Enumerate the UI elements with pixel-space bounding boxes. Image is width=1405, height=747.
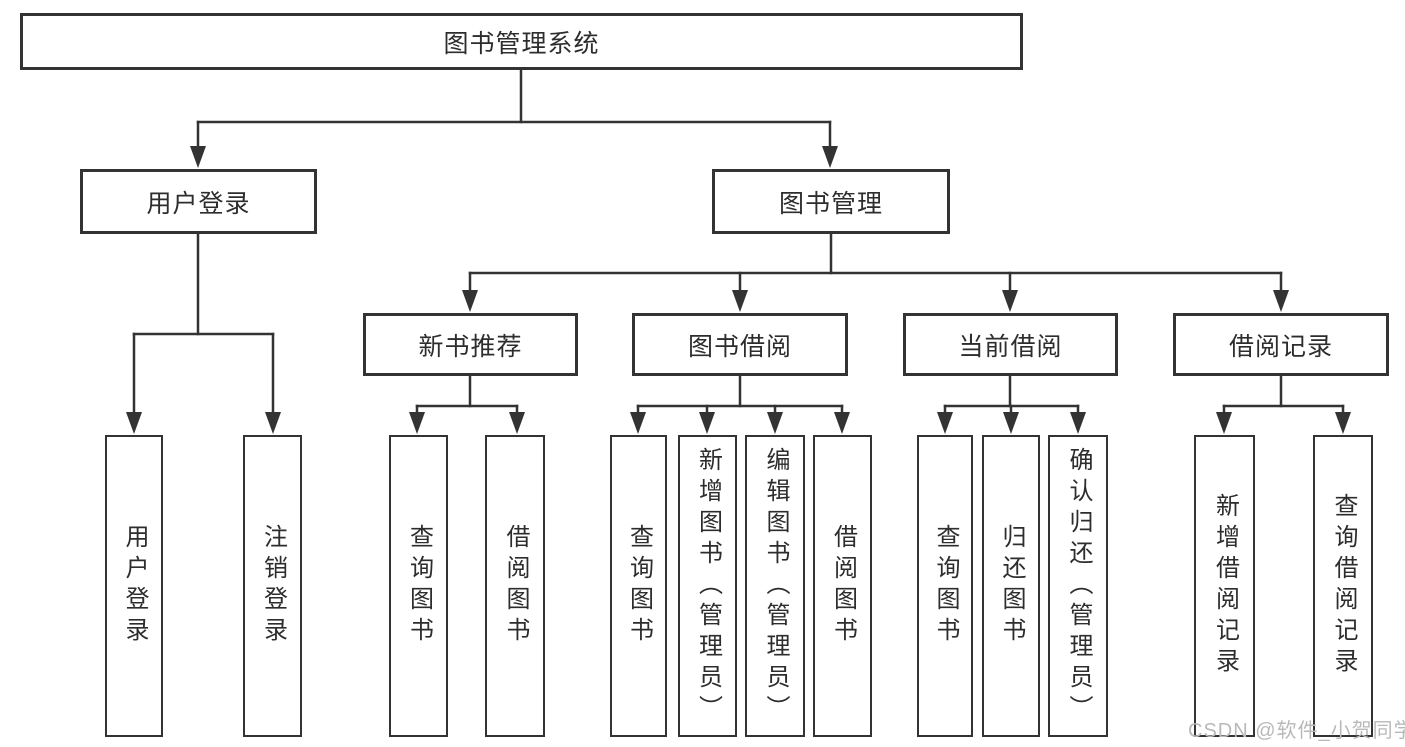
- node-new-book-recommend-label: 新书推荐: [418, 332, 523, 361]
- node-user-login: 用户登录: [80, 169, 317, 234]
- leaf-current-query-books: 查询图书: [917, 435, 973, 737]
- arrowhead-icon: [1273, 290, 1289, 312]
- leaf-records-add-record-label: 新增借阅记录: [1211, 493, 1239, 679]
- connector-user-login: [126, 232, 281, 434]
- leaf-newrec-borrow-books-label: 借阅图书: [502, 524, 529, 648]
- node-user-login-label: 用户登录: [146, 189, 251, 218]
- connector-book-mgmt: [462, 232, 1289, 312]
- leaf-borrow-borrow-books: 借阅图书: [813, 435, 872, 737]
- arrowhead-icon: [822, 146, 838, 168]
- node-borrow-records: 借阅记录: [1173, 313, 1389, 376]
- arrowhead-icon: [1070, 412, 1086, 434]
- node-root-label: 图书管理系统: [443, 29, 600, 58]
- arrowhead-icon: [1002, 290, 1018, 312]
- arrowhead-icon: [1335, 412, 1351, 434]
- arrowhead-icon: [509, 412, 525, 434]
- arrowhead-icon: [937, 412, 953, 434]
- leaf-logout: 注销登录: [243, 435, 302, 737]
- leaf-newrec-query-books: 查询图书: [389, 435, 448, 737]
- arrowhead-icon: [1216, 412, 1232, 434]
- leaf-newrec-query-books-label: 查询图书: [405, 524, 433, 648]
- arrowhead-icon: [409, 412, 425, 434]
- arrowhead-icon: [732, 290, 748, 312]
- node-current-borrow-label: 当前借阅: [958, 332, 1063, 361]
- leaf-user-login-label: 用户登录: [121, 524, 148, 648]
- connector-new-rec: [409, 374, 525, 434]
- arrowhead-icon: [190, 146, 206, 168]
- leaf-current-query-books-label: 查询图书: [932, 524, 959, 648]
- arrowhead-icon: [265, 412, 281, 434]
- leaf-current-confirm-return-admin-label: 确认归还（管理员）: [1065, 446, 1092, 726]
- csdn-watermark: CSDN @软件_小贺同学: [1188, 720, 1405, 742]
- leaf-newrec-borrow-books: 借阅图书: [485, 435, 545, 737]
- node-new-book-recommend: 新书推荐: [363, 313, 578, 376]
- leaf-logout-label: 注销登录: [259, 524, 287, 648]
- arrowhead-icon: [699, 412, 715, 434]
- leaf-borrow-edit-books-admin-label: 编辑图书（管理员）: [762, 446, 789, 726]
- leaf-borrow-add-books-admin-label: 新增图书（管理员）: [694, 446, 722, 726]
- node-book-management-label: 图书管理: [778, 189, 883, 218]
- node-current-borrow: 当前借阅: [903, 313, 1118, 376]
- node-book-borrow: 图书借阅: [632, 313, 848, 376]
- leaf-current-return-books: 归还图书: [982, 435, 1040, 737]
- arrowhead-icon: [1003, 412, 1019, 434]
- leaf-records-query-record-label: 查询借阅记录: [1330, 493, 1357, 679]
- node-book-borrow-label: 图书借阅: [687, 332, 792, 361]
- leaf-borrow-borrow-books-label: 借阅图书: [829, 524, 857, 648]
- node-root: 图书管理系统: [20, 13, 1023, 70]
- leaf-records-add-record: 新增借阅记录: [1194, 435, 1255, 737]
- leaf-borrow-query-books: 查询图书: [610, 435, 667, 737]
- leaf-user-login: 用户登录: [105, 435, 163, 737]
- leaf-borrow-add-books-admin: 新增图书（管理员）: [678, 435, 737, 737]
- leaf-borrow-edit-books-admin: 编辑图书（管理员）: [745, 435, 805, 737]
- arrowhead-icon: [126, 412, 142, 434]
- arrowhead-icon: [630, 412, 646, 434]
- arrowhead-icon: [767, 412, 783, 434]
- node-book-management: 图书管理: [712, 169, 950, 234]
- connector-root: [190, 68, 838, 168]
- connector-borrow: [630, 374, 850, 434]
- leaf-records-query-record: 查询借阅记录: [1313, 435, 1373, 737]
- connector-current: [937, 374, 1086, 434]
- connector-records: [1216, 374, 1351, 434]
- leaf-current-confirm-return-admin: 确认归还（管理员）: [1048, 435, 1108, 737]
- arrowhead-icon: [834, 412, 850, 434]
- leaf-borrow-query-books-label: 查询图书: [625, 524, 653, 648]
- arrowhead-icon: [462, 290, 478, 312]
- node-borrow-records-label: 借阅记录: [1228, 332, 1333, 361]
- leaf-current-return-books-label: 归还图书: [998, 524, 1025, 648]
